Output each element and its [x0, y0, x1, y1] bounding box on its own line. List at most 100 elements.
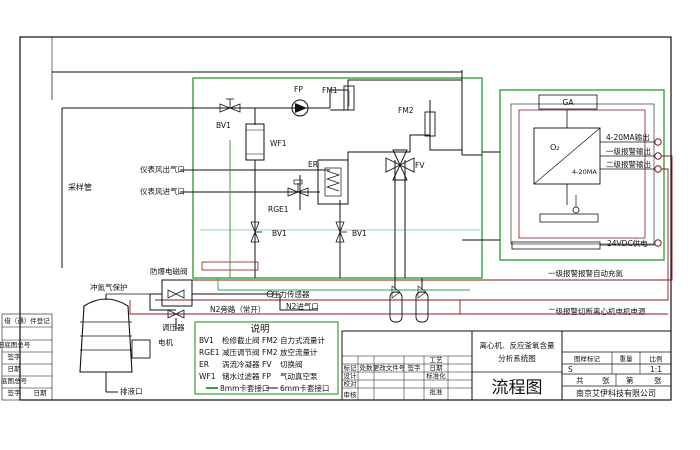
company-name: 南京艾伊科技有限公司 — [576, 388, 656, 398]
reg-row-3: 签字 — [8, 352, 22, 361]
registration-block: 借（通）件登记 旧底图总号 签字 日期 底图总号 签字 日期 — [0, 313, 53, 401]
bv1-right-valve — [335, 221, 347, 243]
title-block: 标记 处数 更改文件号 签字 日期 设计 校对 审核 工艺 标准化 批准 离心机… — [341, 330, 672, 401]
er-label: ER — [308, 160, 318, 169]
bv1-left-label: BV1 — [272, 229, 287, 238]
legend-desc1-2: 涡流冷凝器 — [222, 359, 260, 369]
analyzer-panel — [499, 89, 665, 261]
sheet-total: 共 — [576, 376, 584, 385]
sheet-unit: 张 — [602, 376, 610, 385]
rge1-label: RGE1 — [268, 205, 289, 214]
drawing-title-1: 离心机、反应釜氧含量 — [480, 340, 555, 350]
output-420-label: 4-20MA输出 — [606, 132, 650, 142]
fm1-label: FM1 — [322, 86, 338, 95]
scale-label: 比例 — [650, 354, 663, 363]
sampling-panel — [192, 77, 483, 279]
role-review: 审核 — [344, 390, 358, 399]
er-condenser — [317, 159, 349, 205]
motor-label: 电机 — [158, 337, 173, 347]
legend-code1-2: ER — [199, 360, 209, 369]
legend-desc2-3: 气动真空泵 — [280, 371, 318, 381]
reg-row-5: 底图总号 — [1, 376, 28, 385]
ma-label: 4-20MA — [572, 168, 597, 176]
legend-title: 说明 — [250, 323, 269, 335]
fp-label: FP — [294, 85, 303, 94]
big-title: 流程图 — [492, 378, 543, 398]
role-check: 校对 — [344, 379, 358, 388]
col-sign: 签字 — [408, 363, 422, 372]
marking-label: 图样标记 — [574, 354, 601, 363]
role-process: 工艺 — [430, 356, 444, 364]
legend-desc1-0: 检修截止阀 — [222, 335, 260, 345]
weight-label: 重量 — [620, 355, 634, 363]
legend-desc1-1: 减压调节阀 — [222, 347, 260, 357]
ga-box — [538, 94, 598, 110]
bv1-right-label: BV1 — [352, 229, 367, 238]
drawing-title-2: 分析系统图 — [498, 353, 536, 363]
legend-desc1-3: 储水过滤器 — [222, 371, 260, 381]
col-mark: 标记 — [344, 363, 358, 372]
legend-code2-0: FM2 — [262, 336, 278, 345]
alarm2-output-label: 二级报警输出 — [606, 159, 651, 169]
bv1-top-label: BV1 — [216, 121, 231, 130]
sheet-no: 第 — [626, 375, 634, 385]
reg-row-1: 借（通）件登记 — [4, 316, 50, 325]
legend-desc2-2: 切换阀 — [280, 359, 303, 369]
explosion-proof-valve — [161, 279, 193, 307]
n2-inlet-label: N2进气口 — [286, 301, 319, 311]
mark-s: S — [568, 365, 573, 374]
col-doc: 更改文件号 — [373, 363, 406, 372]
wf1-label: WF1 — [270, 139, 287, 148]
legend-6mm: 6mm卡套接口 — [280, 383, 329, 393]
reg-row-2: 旧底图总号 — [0, 340, 31, 349]
role-std: 标准化 — [426, 371, 446, 380]
alarm1-desc: 一级报警报警自动充氮 — [548, 268, 623, 278]
drain-label: 排液口 — [120, 386, 143, 396]
centrifuge — [79, 298, 151, 393]
reg-row-6: 签字 — [8, 388, 22, 397]
explosion-proof-label: 防爆电磁阀 — [150, 266, 188, 276]
legend-8mm: 8mm卡套接口 — [220, 383, 269, 393]
legend-code1-0: BV1 — [199, 336, 214, 345]
bv1-top-valve — [219, 98, 241, 113]
regulator — [167, 309, 185, 319]
sheet-no-unit: 张 — [654, 376, 662, 385]
legend-desc2-1: 放空流量计 — [280, 347, 318, 357]
fm2-label: FM2 — [398, 106, 414, 115]
legend-code1-3: WF1 — [199, 372, 216, 381]
fm1-flowmeter — [343, 85, 355, 111]
role-design: 设计 — [344, 371, 358, 380]
sampling-pipe-label: 采样管 — [68, 182, 92, 192]
alarm2-desc: 二级报警切断离心机电机电源 — [548, 306, 646, 316]
gas-cylinders — [389, 285, 429, 323]
instrument-air-out-label: 仪表风出气口 — [140, 164, 185, 174]
reg-row-7: 日期 — [34, 389, 48, 397]
legend-box: 说明 BV1 检修截止阀 FM2 自力式流量计 RGE1 减压调节阀 FM2 放… — [194, 321, 339, 395]
scale-value: 1:1 — [650, 365, 662, 374]
instrument-air-in-label: 仪表风进气口 — [140, 186, 185, 196]
legend-code1-1: RGE1 — [199, 348, 220, 357]
col-date: 日期 — [430, 364, 444, 372]
o2-label: O₂ — [550, 143, 560, 152]
fm2-flowmeter — [424, 111, 436, 137]
output-terminals — [600, 138, 662, 247]
legend-code2-3: FP — [262, 372, 271, 381]
fp-pump — [291, 99, 309, 117]
pressure-sensor-label: 压力传感器 — [272, 289, 310, 299]
role-approve: 批准 — [430, 387, 444, 396]
alarm1-output-label: 一级报警输出 — [606, 146, 651, 156]
legend-code2-1: FM2 — [262, 348, 278, 357]
fv-switch-valve — [385, 149, 415, 181]
rge1-valve — [287, 179, 309, 197]
bv1-left-valve — [250, 221, 262, 243]
col-count: 处数 — [360, 363, 374, 372]
legend-desc2-0: 自力式流量计 — [280, 335, 325, 345]
reg-row-4: 日期 — [8, 365, 22, 373]
legend-code2-2: FV — [262, 360, 272, 369]
ga-label: GA — [563, 98, 575, 107]
power-label: 24VDC供电 — [607, 238, 648, 248]
nitrogen-protect-label: 冲氮气保护 — [90, 282, 128, 292]
fv-label: FV — [415, 161, 425, 170]
